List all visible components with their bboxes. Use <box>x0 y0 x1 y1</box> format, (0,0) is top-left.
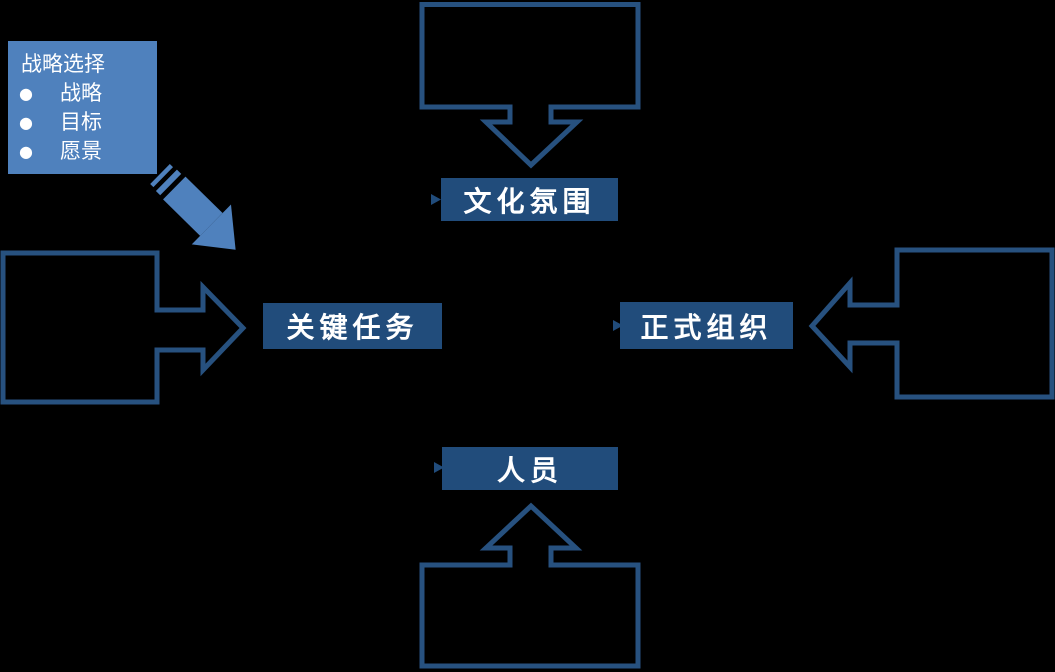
strategy-item-label: 战略 <box>60 81 102 105</box>
strategy-item-label: 目标 <box>60 110 102 134</box>
bullet-icon: ● <box>19 84 33 103</box>
top-box-with-down-arrow-outline <box>419 2 641 169</box>
arrow-tip-marker-people <box>434 462 444 473</box>
strategy-panel-title: 战略选择 <box>21 52 105 76</box>
striped-arrow-stripe-1 <box>150 164 174 188</box>
striped-arrow-head <box>191 204 236 250</box>
node-key-tasks: 关键任务 <box>263 303 442 349</box>
strategy-item: ● 愿景 <box>14 137 153 166</box>
right-box-with-left-arrow-outline <box>808 247 1055 400</box>
strategy-item: ● 战略 <box>14 79 153 108</box>
strategy-item-label: 愿景 <box>60 139 102 163</box>
node-people: 人员 <box>442 447 618 490</box>
striped-arrow-icon <box>150 164 236 250</box>
bullet-icon: ● <box>19 142 33 161</box>
strategy-choice-panel: 战略选择 ● 战略 ● 目标 ● 愿景 <box>8 41 157 174</box>
left-box-with-right-arrow-outline <box>0 250 247 405</box>
node-formal-org: 正式组织 <box>620 302 793 349</box>
node-culture: 文化氛围 <box>441 178 618 221</box>
arrow-tip-marker-formal-org <box>613 320 623 331</box>
strategy-item: ● 目标 <box>14 108 153 137</box>
bullet-icon: ● <box>19 113 33 132</box>
arrow-tip-marker-culture <box>431 194 441 205</box>
striped-arrow-stripe-2 <box>155 169 182 196</box>
bottom-box-with-up-arrow-outline <box>419 502 641 669</box>
striped-arrow-shaft <box>163 176 223 236</box>
